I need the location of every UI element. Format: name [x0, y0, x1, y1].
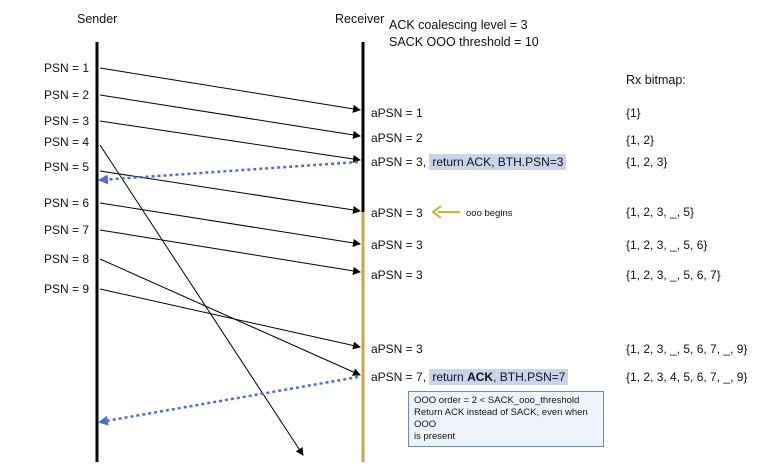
- rx-bitmap-value: {1, 2, 3, 4, 5, 6, 7, _, 9}: [626, 370, 748, 384]
- apsn-text: aPSN = 7,: [371, 370, 427, 384]
- rx-bitmap-value: {1, 2, 3, _, 5, 6, 7, _, 9}: [626, 342, 748, 356]
- apsn-label: aPSN = 2: [371, 131, 423, 145]
- packet-arrow-psn-5: [99, 170, 361, 214]
- rx-bitmap-value: {1, 2, 3, _, 5}: [626, 205, 695, 219]
- apsn-label-with-ack: aPSN = 3, return ACK, BTH.PSN=3: [371, 154, 567, 170]
- packet-arrow-psn-4-lost: [99, 144, 304, 456]
- note-line: OOO order = 2 < SACK_ooo_threshold: [414, 395, 580, 406]
- ack-arrow-psn-7: [98, 375, 359, 426]
- packet-arrow-psn-6: [99, 202, 361, 247]
- receiver-header: Receiver: [335, 12, 385, 26]
- ooo-begins-label: ooo begins: [466, 208, 513, 219]
- packet-arrow-psn-9: [99, 288, 361, 350]
- psn-label: PSN = 1: [44, 61, 90, 75]
- ack-suffix: , BTH.PSN=7: [493, 370, 566, 384]
- rx-bitmap-value: {1, 2, 3, _, 5, 6, 7}: [626, 268, 721, 282]
- packet-arrow-psn-3: [99, 120, 361, 163]
- psn-label: PSN = 7: [44, 223, 90, 237]
- sack-threshold-label: SACK OOO threshold = 10: [389, 35, 539, 49]
- ack-bold: ACK: [467, 370, 494, 384]
- psn-label: PSN = 9: [44, 282, 90, 296]
- packet-arrow-psn-7: [99, 229, 361, 275]
- ack-prefix: return: [432, 370, 468, 384]
- packet-arrow-psn-8: [99, 258, 361, 376]
- apsn-label: aPSN = 1: [371, 106, 423, 120]
- sender-header: Sender: [77, 12, 118, 26]
- psn-label: PSN = 3: [44, 114, 90, 128]
- rx-bitmap-value: {1, 2, 3}: [626, 155, 668, 169]
- ooo-begins-arrowhead: [431, 205, 442, 219]
- psn-label: PSN = 4: [44, 135, 90, 149]
- rx-bitmap-value: {1}: [626, 106, 641, 120]
- packet-arrow-psn-1: [99, 67, 361, 113]
- rx-bitmap-value: {1, 2}: [626, 133, 655, 147]
- apsn-label: aPSN = 3: [371, 206, 423, 220]
- ooo-note-box: OOO order = 2 < SACK_ooo_threshold Retur…: [408, 391, 604, 447]
- ack-arrow-psn-3: [98, 160, 359, 185]
- psn-label: PSN = 2: [44, 88, 90, 102]
- apsn-label: aPSN = 3: [371, 342, 423, 356]
- ack-highlight: return ACK, BTH.PSN=7: [429, 369, 569, 385]
- ack-coalescing-label: ACK coalescing level = 3: [389, 18, 528, 32]
- rx-bitmap-value: {1, 2, 3, _, 5, 6}: [626, 238, 708, 252]
- note-line: is present: [414, 431, 456, 442]
- rx-bitmap-header: Rx bitmap:: [626, 73, 686, 87]
- psn-label: PSN = 6: [44, 196, 90, 210]
- psn-label: PSN = 8: [44, 252, 90, 266]
- ack-highlight: return ACK, BTH.PSN=3: [429, 154, 567, 170]
- apsn-label: aPSN = 3: [371, 268, 423, 282]
- apsn-text: aPSN = 3,: [371, 155, 427, 169]
- apsn-label: aPSN = 3: [371, 238, 423, 252]
- note-line: Return ACK instead of SACK, even when OO…: [414, 407, 588, 430]
- packet-arrow-psn-2: [99, 94, 361, 139]
- apsn-label-with-ack: aPSN = 7, return ACK, BTH.PSN=7: [371, 369, 569, 385]
- psn-label: PSN = 5: [44, 160, 90, 174]
